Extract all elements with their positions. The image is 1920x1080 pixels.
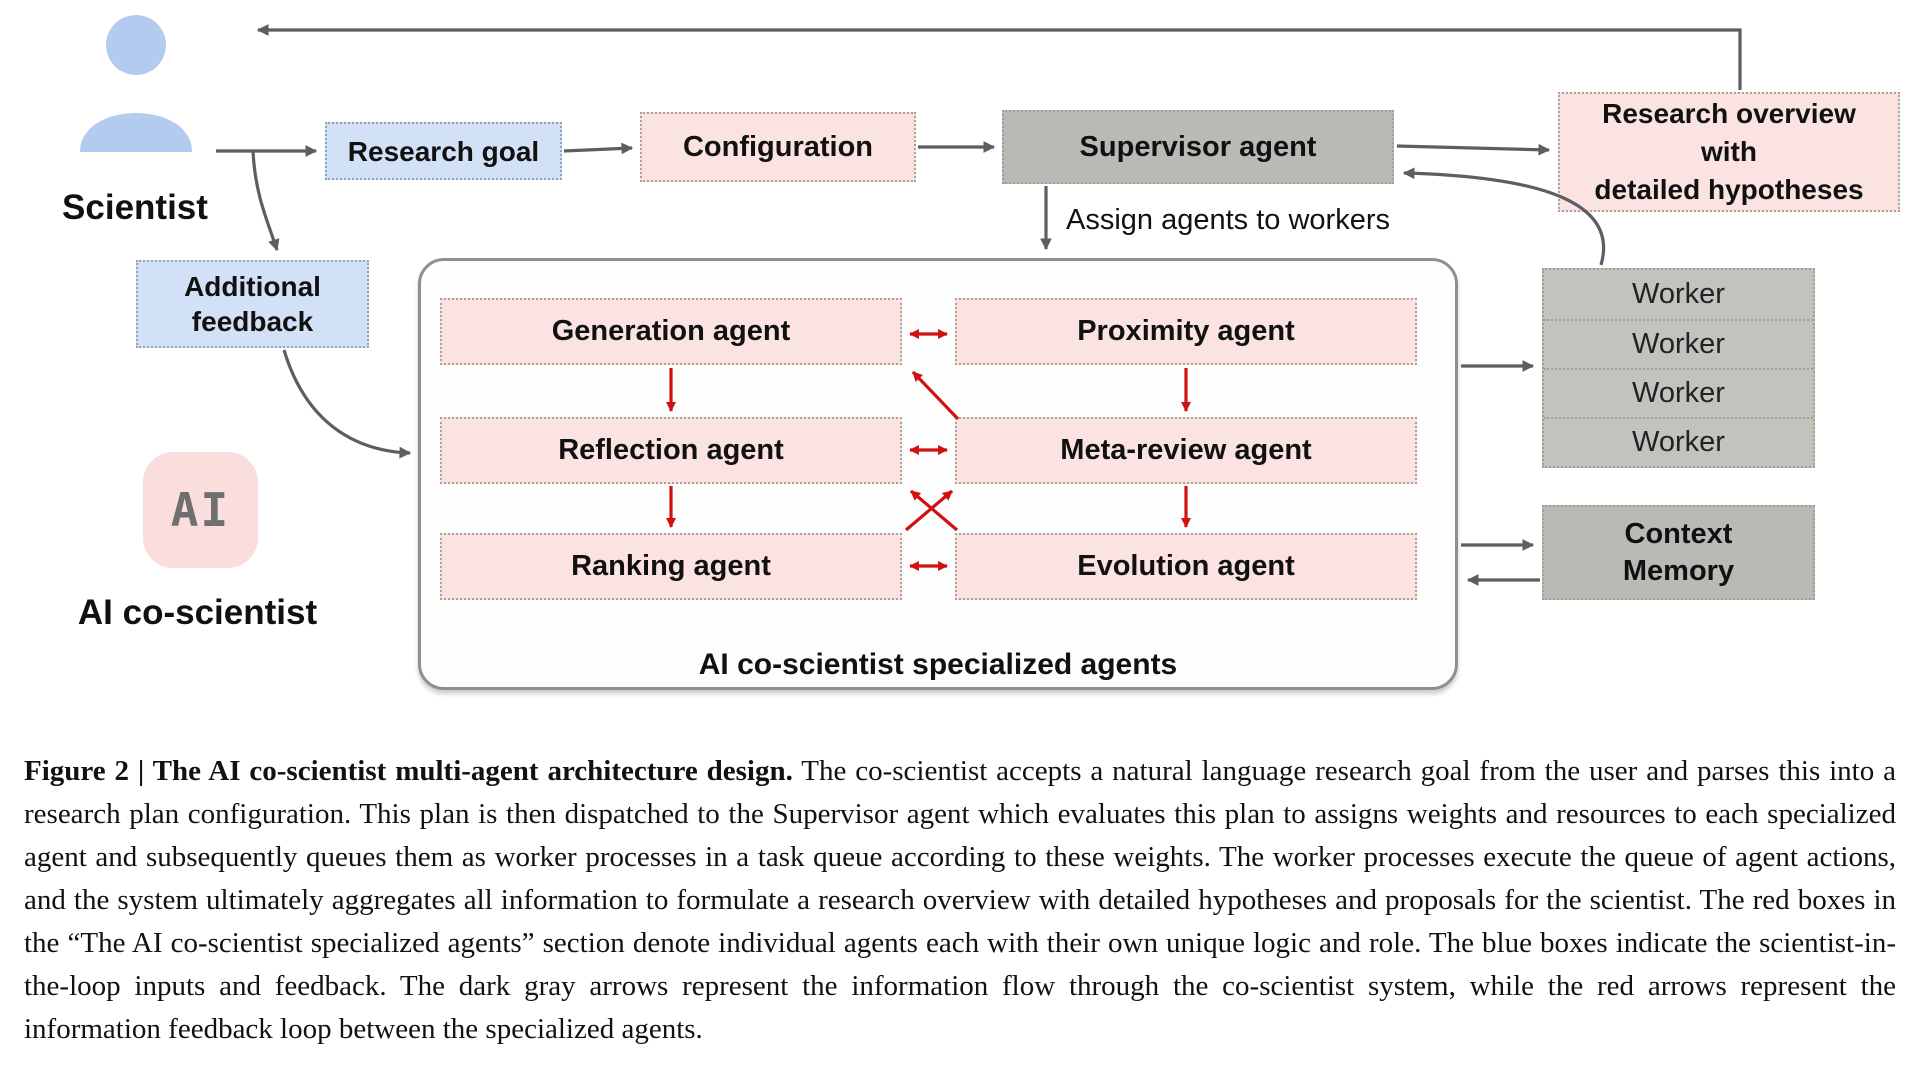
figure-caption-body: The co-scientist accepts a natural langu…	[24, 755, 1896, 1045]
ranking-agent-box: Ranking agent	[440, 533, 902, 600]
ai-co-scientist-label: AI co-scientist	[77, 593, 318, 632]
figure-caption-title: Figure 2 | The AI co-scientist multi-age…	[24, 755, 793, 787]
worker-row: Worker	[1544, 417, 1813, 466]
research-overview-box: Research overview with detailed hypothes…	[1558, 92, 1900, 212]
worker-row: Worker	[1544, 368, 1813, 417]
worker-queue-stack: Worker Worker Worker Worker	[1542, 268, 1815, 468]
context-memory-line2: Memory	[1622, 554, 1735, 587]
scientist-person-icon	[80, 15, 192, 152]
research-overview-line3: detailed hypotheses	[1594, 173, 1864, 205]
arrow-scientist-to-additional-feedback	[251, 150, 280, 252]
supervisor-agent-label: Supervisor agent	[1079, 130, 1317, 163]
figure-caption: Figure 2 | The AI co-scientist multi-age…	[24, 750, 1896, 1051]
arrow-additional-feedback-to-container	[282, 349, 412, 459]
configuration-box: Configuration	[640, 112, 916, 182]
evolution-agent-label: Evolution agent	[1077, 550, 1295, 583]
research-goal-box: Research goal	[325, 122, 562, 180]
ai-chip-text: AI	[170, 483, 231, 537]
context-memory-box: Context Memory	[1542, 505, 1815, 600]
reflection-agent-label: Reflection agent	[558, 434, 784, 467]
research-goal-label: Research goal	[347, 135, 540, 167]
generation-agent-label: Generation agent	[551, 315, 791, 348]
assign-agents-label: Assign agents to workers	[1066, 204, 1390, 236]
research-overview-line2: with	[1701, 136, 1757, 168]
person-head	[106, 15, 166, 75]
supervisor-agent-box: Supervisor agent	[1002, 110, 1394, 184]
proximity-agent-box: Proximity agent	[955, 298, 1417, 365]
meta-review-agent-label: Meta-review agent	[1060, 434, 1312, 467]
person-shoulders	[80, 113, 192, 152]
reflection-agent-box: Reflection agent	[440, 417, 902, 484]
generation-agent-box: Generation agent	[440, 298, 902, 365]
ai-chip-icon: AI	[143, 452, 258, 568]
arrow-research-goal-to-configuration	[563, 142, 634, 155]
research-overview-line1: Research overview	[1602, 98, 1856, 130]
worker-row: Worker	[1544, 319, 1813, 368]
arrow-supervisor-to-research-overview	[1396, 143, 1551, 156]
worker-row: Worker	[1632, 278, 1725, 310]
additional-feedback-line2: feedback	[191, 306, 314, 337]
additional-feedback-box: Additional feedback	[136, 260, 369, 348]
configuration-label: Configuration	[682, 130, 874, 163]
evolution-agent-box: Evolution agent	[955, 533, 1417, 600]
scientist-label: Scientist	[62, 188, 208, 227]
ranking-agent-label: Ranking agent	[571, 550, 771, 583]
context-memory-line1: Context	[1624, 518, 1733, 551]
meta-review-agent-box: Meta-review agent	[955, 417, 1417, 484]
specialized-agents-container-label: AI co-scientist specialized agents	[698, 648, 1178, 681]
additional-feedback-line1: Additional	[184, 271, 321, 302]
proximity-agent-label: Proximity agent	[1077, 315, 1295, 348]
arrow-overview-to-scientist	[256, 24, 1742, 90]
